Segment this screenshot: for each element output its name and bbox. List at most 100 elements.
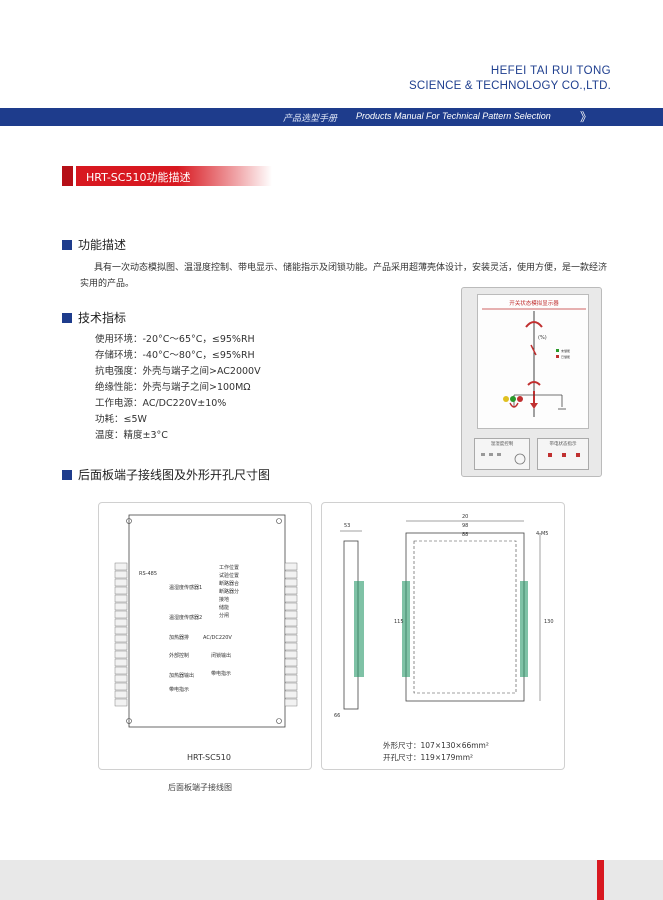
mimic-diagram: (%) 未储能 已储能 bbox=[482, 308, 586, 417]
square-bullet-icon bbox=[62, 312, 72, 323]
terminal-block bbox=[114, 586, 128, 595]
svg-text:外部控制: 外部控制 bbox=[169, 652, 189, 659]
terminal-block bbox=[284, 594, 298, 603]
terminal-block bbox=[284, 650, 298, 659]
spec-item: 工作电源：AC/DC220V±10% bbox=[95, 398, 227, 409]
humidity-buttons bbox=[481, 453, 526, 465]
company-name-line1: HEFEI TAI RUI TONG bbox=[490, 65, 611, 77]
svg-text:20: 20 bbox=[462, 514, 468, 520]
terminal-block bbox=[284, 570, 298, 579]
section-heading-wiring-label: 后面板端子接线图及外形开孔尺寸图 bbox=[78, 468, 271, 482]
spec-item: 绝缘性能：外壳与端子之间>100MΩ bbox=[95, 382, 251, 393]
square-bullet-icon bbox=[62, 239, 72, 250]
device-front-panel-image: 开关状态模拟显示器 (%) 未储能 已储能 温湿度控制 bbox=[461, 287, 602, 477]
terminal-block bbox=[114, 610, 128, 619]
svg-text:未储能: 未储能 bbox=[561, 348, 570, 353]
wiring-caption: 后面板端子接线图 bbox=[168, 783, 232, 792]
mimic-panel: 开关状态模拟显示器 (%) 未储能 已储能 bbox=[477, 294, 589, 429]
terminal-block bbox=[114, 682, 128, 691]
terminal-block bbox=[114, 698, 128, 707]
spec-list: 使用环境：-20°C～65°C，≤95%RH 存储环境：-40°C～80°C，≤… bbox=[95, 332, 261, 444]
company-name-line2: SCIENCE & TECHNOLOGY CO.,LTD. bbox=[409, 80, 611, 92]
humidity-control-block: 温湿度控制 bbox=[474, 438, 530, 470]
svg-text:(%): (%) bbox=[538, 335, 547, 341]
terminal-block bbox=[114, 666, 128, 675]
live-indicator-lamps bbox=[548, 453, 580, 457]
mimic-panel-title: 开关状态模拟显示器 bbox=[509, 301, 559, 307]
svg-text:工作位置: 工作位置 bbox=[219, 564, 239, 571]
cutout-dimension: 开孔尺寸：119×179mm² bbox=[383, 753, 474, 762]
dimension-diagram-drawing: 53 66 20 98 88 4-M5 130 115 bbox=[334, 514, 554, 719]
svg-text:66: 66 bbox=[334, 713, 340, 719]
terminal-block bbox=[114, 690, 128, 699]
page-title: HRT-SC510功能描述 bbox=[86, 171, 191, 184]
svg-text:115: 115 bbox=[394, 619, 404, 625]
svg-text:带电指示: 带电指示 bbox=[211, 670, 231, 677]
header-title-cn: 产品选型手册 bbox=[283, 114, 338, 124]
terminal-block bbox=[114, 602, 128, 611]
svg-text:加热器排: 加热器排 bbox=[169, 634, 189, 641]
terminal-block bbox=[114, 634, 128, 643]
svg-text:储能: 储能 bbox=[219, 604, 229, 611]
dimension-diagram: 53 66 20 98 88 4-M5 130 115 bbox=[321, 502, 565, 770]
svg-text:闭锁输出: 闭锁输出 bbox=[211, 652, 231, 659]
terminal-block bbox=[284, 674, 298, 683]
terminal-block bbox=[114, 618, 128, 627]
svg-text:温湿度传感器1: 温湿度传感器1 bbox=[169, 584, 202, 591]
spec-item: 温度：精度±3°C bbox=[95, 430, 168, 441]
terminal-block bbox=[114, 642, 128, 651]
svg-text:88: 88 bbox=[462, 532, 468, 538]
svg-text:RS-485: RS-485 bbox=[139, 571, 157, 577]
terminal-block bbox=[114, 674, 128, 683]
live-indication-label: 带电状态指示 bbox=[549, 442, 577, 447]
terminal-block bbox=[284, 610, 298, 619]
terminal-block bbox=[284, 634, 298, 643]
svg-text:已储能: 已储能 bbox=[561, 354, 570, 359]
wiring-diagram-drawing: RS-485 温湿度传感器1 温湿度传感器2 加热器排 外部控制 加热器输出 带… bbox=[114, 514, 298, 762]
svg-text:4-M5: 4-M5 bbox=[536, 531, 548, 537]
spec-item: 抗电强度：外壳与端子之间>AC2000V bbox=[95, 366, 261, 377]
spec-item: 功耗：≤5W bbox=[95, 414, 147, 425]
terminal-block bbox=[284, 578, 298, 587]
live-indication-block: 带电状态指示 bbox=[537, 438, 589, 470]
terminal-block bbox=[284, 658, 298, 667]
chevron-right-icon: 》 bbox=[580, 110, 592, 124]
terminal-block bbox=[114, 570, 128, 579]
terminal-block bbox=[284, 690, 298, 699]
section-heading-function-label: 功能描述 bbox=[78, 238, 127, 252]
svg-text:分闸: 分闸 bbox=[219, 612, 229, 619]
footer-bar bbox=[0, 860, 663, 900]
section-heading-function: 功能描述 bbox=[62, 236, 126, 253]
svg-text:接地: 接地 bbox=[219, 596, 229, 603]
header-bar: 产品选型手册 Products Manual For Technical Pat… bbox=[0, 108, 663, 126]
svg-text:HRT-SC510: HRT-SC510 bbox=[187, 753, 231, 762]
section-title-bar: HRT-SC510功能描述 bbox=[62, 166, 272, 186]
terminal-block bbox=[284, 682, 298, 691]
title-accent bbox=[62, 166, 76, 186]
footer-accent bbox=[597, 860, 604, 900]
terminal-block bbox=[284, 666, 298, 675]
svg-text:AC/DC220V: AC/DC220V bbox=[203, 635, 232, 641]
terminal-block bbox=[114, 578, 128, 587]
outer-dimension: 外形尺寸：107×130×66mm² bbox=[383, 741, 489, 750]
spec-item: 使用环境：-20°C～65°C，≤95%RH bbox=[95, 334, 255, 345]
svg-text:断路器合: 断路器合 bbox=[219, 580, 239, 587]
humidity-control-label: 温湿度控制 bbox=[490, 442, 514, 447]
terminal-block bbox=[284, 586, 298, 595]
function-description: 具有一次动态模拟图、温湿度控制、带电显示、储能指示及闭锁功能。产品采用超薄壳体设… bbox=[80, 263, 608, 289]
svg-text:130: 130 bbox=[544, 619, 554, 625]
header-title-en: Products Manual For Technical Pattern Se… bbox=[356, 111, 551, 121]
wiring-diagram: RS-485 温湿度传感器1 温湿度传感器2 加热器排 外部控制 加热器输出 带… bbox=[98, 502, 312, 770]
company-name: HEFEI TAI RUI TONG SCIENCE & TECHNOLOGY … bbox=[409, 64, 611, 94]
terminal-block bbox=[114, 594, 128, 603]
svg-text:加热器输出: 加热器输出 bbox=[169, 672, 194, 679]
terminal-block bbox=[284, 618, 298, 627]
terminal-block bbox=[284, 562, 298, 571]
svg-text:试验位置: 试验位置 bbox=[219, 572, 239, 579]
svg-text:53: 53 bbox=[344, 523, 350, 529]
section-heading-specs-label: 技术指标 bbox=[78, 311, 127, 325]
square-bullet-icon bbox=[62, 469, 72, 480]
terminal-block bbox=[284, 698, 298, 707]
svg-text:带电指示: 带电指示 bbox=[169, 686, 189, 693]
section-heading-specs: 技术指标 bbox=[62, 309, 126, 326]
